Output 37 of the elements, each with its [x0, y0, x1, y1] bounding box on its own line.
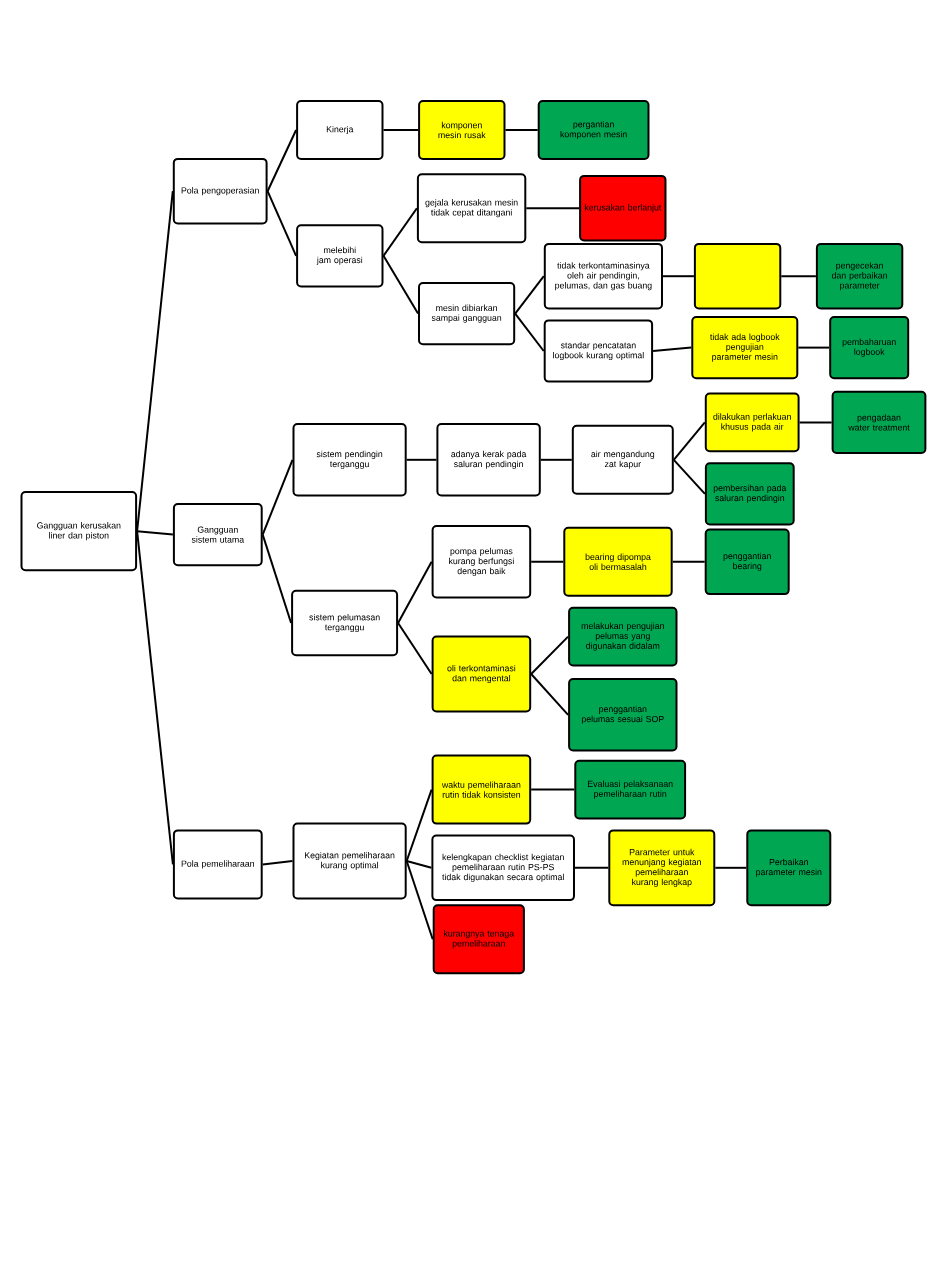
connector-line — [405, 788, 433, 862]
connector-line — [504, 129, 539, 131]
connector-line — [405, 458, 438, 461]
connector-line — [261, 860, 294, 866]
connector-line — [382, 207, 418, 257]
connector-line — [574, 866, 610, 869]
connector-line — [672, 458, 706, 495]
connector-line — [382, 129, 420, 131]
connector-line — [266, 190, 298, 257]
connector-line — [514, 275, 545, 315]
connector-line — [397, 560, 433, 624]
connector-line — [136, 530, 174, 536]
connector-line — [525, 207, 581, 210]
connector-line — [382, 254, 419, 315]
connector-line — [261, 533, 293, 624]
connector-line — [405, 860, 434, 941]
connector-line — [714, 866, 748, 869]
empty-box — [693, 242, 782, 310]
connector-line — [397, 622, 433, 675]
connector-line — [261, 458, 294, 536]
connector-line — [405, 860, 433, 869]
connector-line — [798, 421, 833, 424]
connector-line — [652, 346, 693, 352]
connector-line — [136, 190, 174, 533]
connector-line — [136, 530, 174, 866]
connector-line — [671, 560, 706, 563]
connector-line — [662, 275, 695, 278]
connector-line — [530, 560, 565, 563]
connector-line — [266, 129, 298, 193]
connector-line — [530, 673, 570, 716]
connector-line — [530, 788, 576, 791]
connector-line — [672, 421, 706, 461]
connector-line — [530, 635, 570, 675]
connector-line — [539, 458, 573, 461]
connector-line — [780, 275, 817, 278]
connector-line — [514, 312, 545, 352]
connector-line — [797, 346, 831, 349]
